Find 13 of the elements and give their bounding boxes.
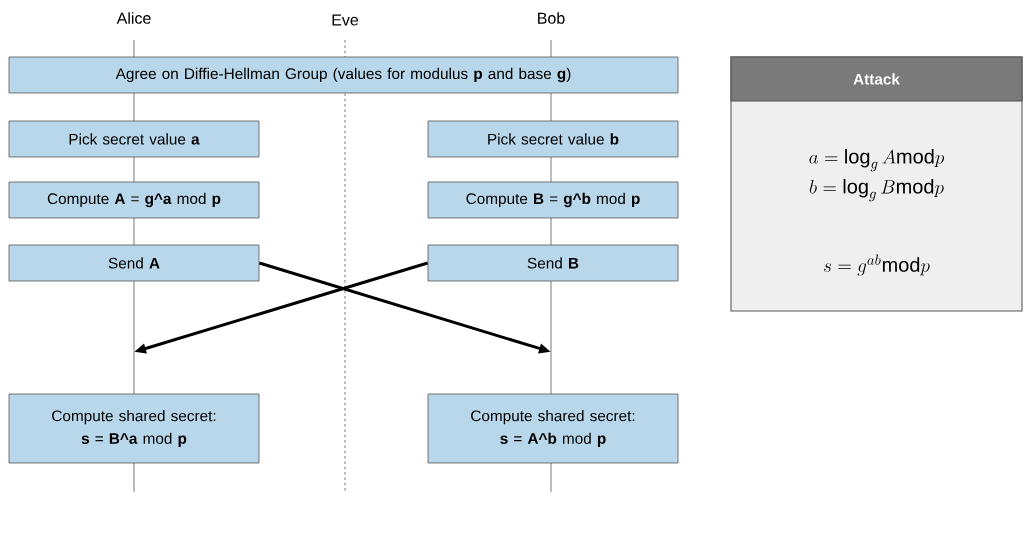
process-box: Send A — [8, 244, 260, 282]
process-box: Pick secret value a — [8, 120, 260, 158]
attack-panel: Attack $a = \log_g A \mathrm{mod} p$ $b = \log_g B \mathrm{mod} p$ $s = g^{ab} \mathrm{mod} p$ — [730, 56, 1023, 312]
process-box: Compute B = g^b mod p — [427, 181, 679, 219]
process-box: Send B — [427, 244, 679, 282]
process-box: Compute shared secret: s = A^b mod p — [427, 393, 679, 464]
process-box: Agree on Diffie-Hellman Group (values for modulus p and base g) — [8, 56, 679, 94]
participant-label: Alice — [116, 12, 151, 24]
process-box: Compute shared secret: s = B^a mod p — [8, 393, 260, 464]
participant-label: Bob — [538, 12, 565, 24]
process-box: Pick secret value b — [427, 120, 679, 158]
participant-label: Eve — [332, 14, 359, 26]
process-box: Compute A = g^a mod p — [8, 181, 260, 219]
